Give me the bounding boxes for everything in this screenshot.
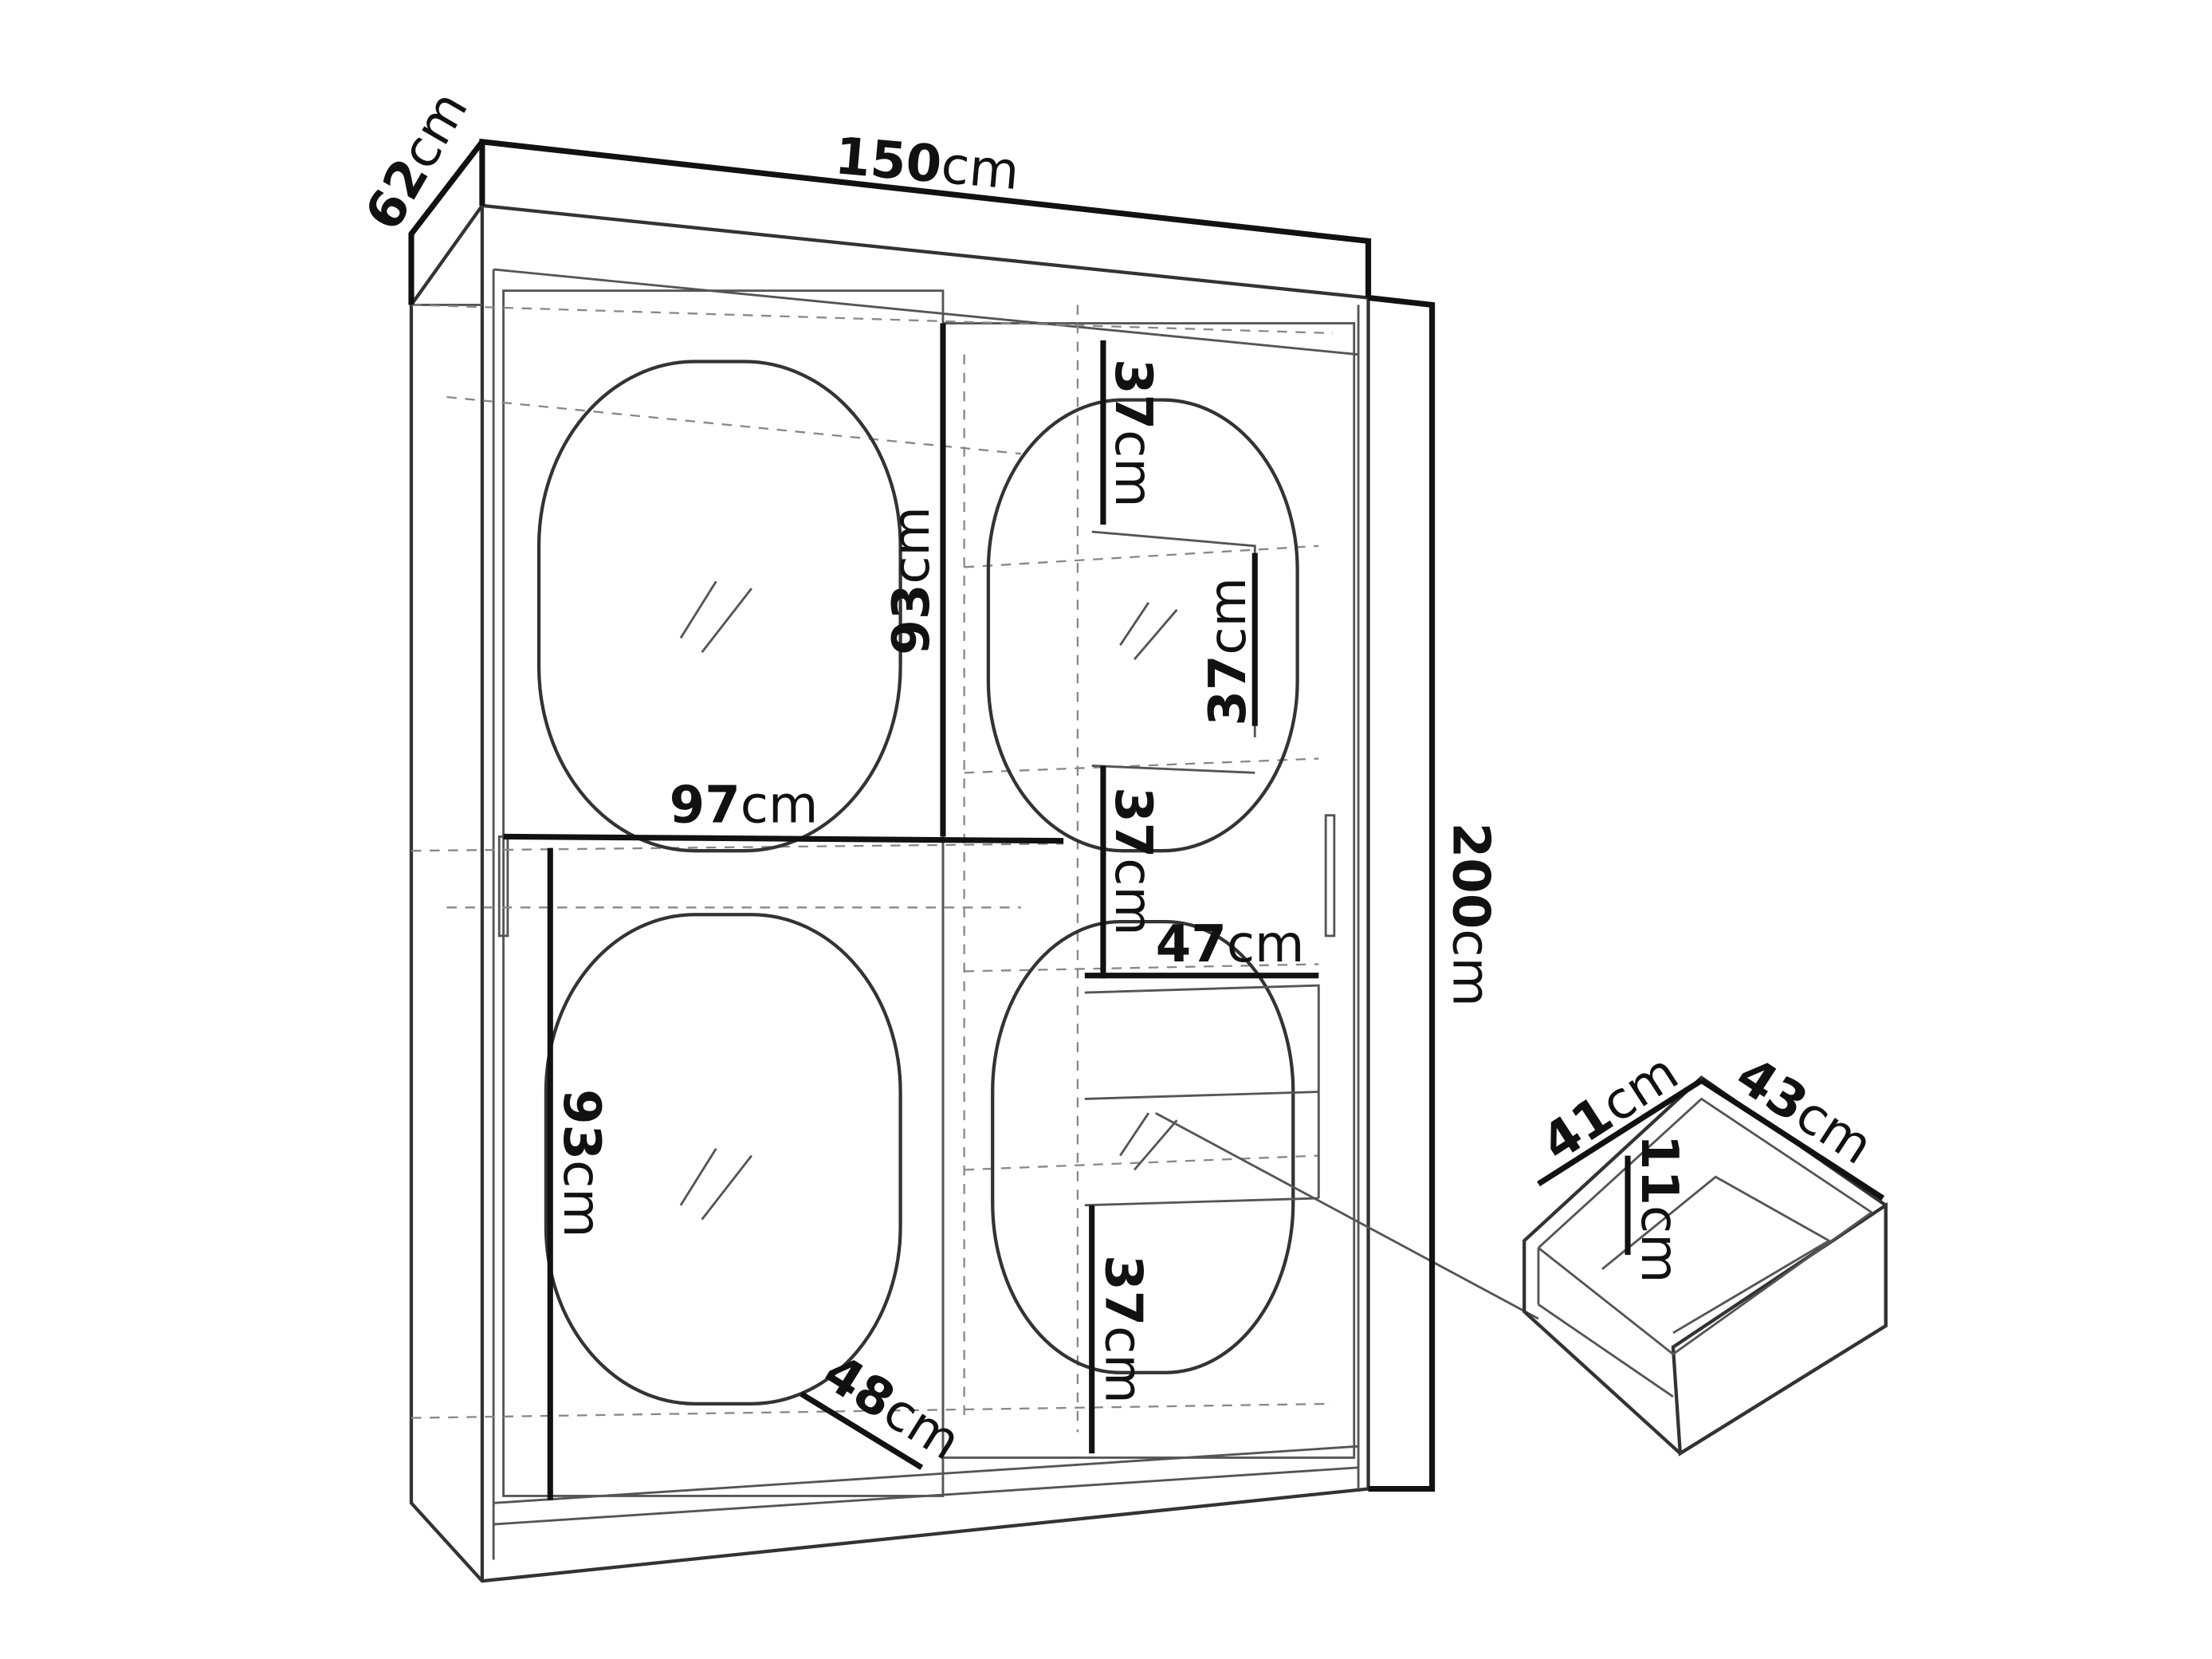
mirror-glint-icon [679,580,1178,1221]
label-left-upper-height: 93cm [882,506,941,655]
label-shelf-width: 47cm [1156,915,1305,974]
drawer-leader-line [1155,1111,1539,1320]
label-depth: 62cm [354,82,479,241]
mirrors [536,360,1299,1405]
dimension-labels: 150cm 62cm 200cm 93cm 97cm 93cm 48cm 37c… [354,82,1882,1472]
right-handle [1324,814,1336,938]
label-rail-width: 97cm [670,776,819,835]
label-left-lower-height: 93cm [552,1089,611,1238]
label-shelf-2: 37cm [1199,577,1258,726]
label-left-lower-depth: 48cm [813,1343,971,1472]
label-drawer-depth: 43cm [1726,1046,1883,1177]
mirror-lower-right [991,919,1295,1374]
label-shelf-1: 37cm [1103,359,1162,508]
mirror-lower-left [544,913,902,1405]
label-shelf-3: 37cm [1103,787,1162,936]
left-door [502,289,945,1497]
drawer [1522,1075,1888,1457]
label-drawer-height: 11cm [1629,1134,1688,1284]
mirror-upper-right [986,398,1299,853]
dimension-lines [408,138,1885,1500]
right-door [941,322,1356,1459]
label-width: 150cm [833,127,1022,202]
mirror-upper-left [536,360,902,853]
wardrobe-body [409,203,1370,1583]
label-height: 200cm [1440,823,1499,1007]
label-shelf-4: 37cm [1094,1255,1153,1404]
